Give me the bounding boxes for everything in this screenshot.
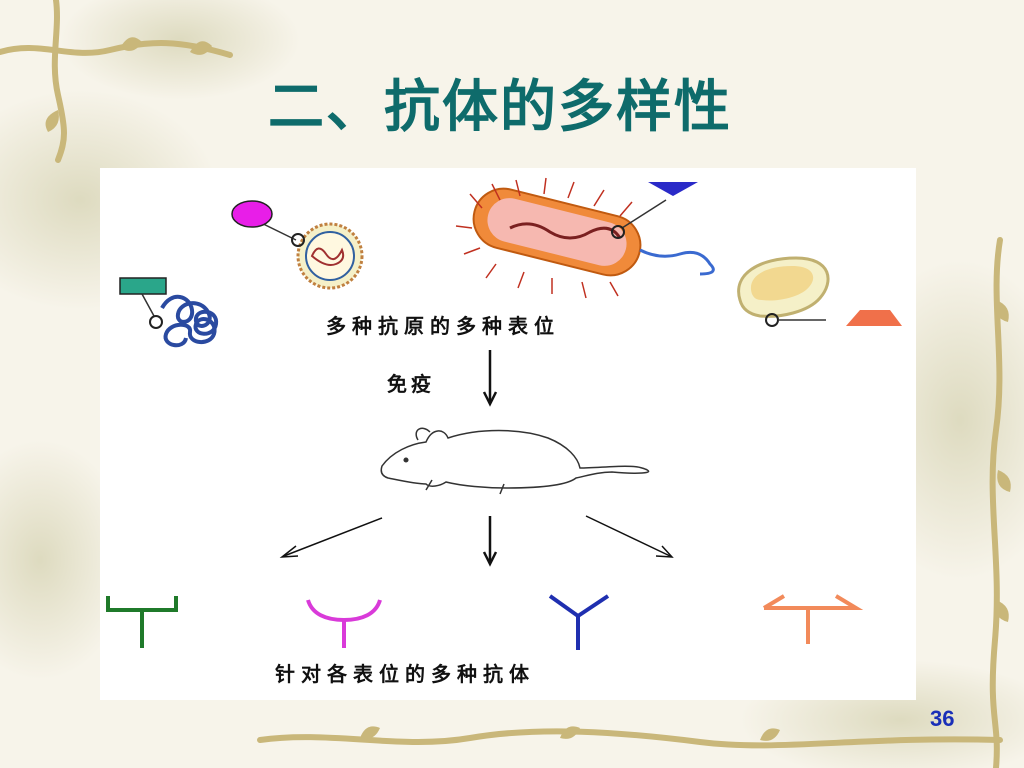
epitopes-label: 多种抗原的多种表位 [326,314,560,338]
antibodies-label: 针对各表位的多种抗体 [275,662,535,686]
triangle-epitope [611,182,698,239]
antibody-v-icon [548,594,610,650]
branch-arrow-center [482,516,498,567]
trapezoid-epitope [765,310,902,327]
slide-title: 二、抗体的多样性 [268,74,732,140]
protein-antigen [160,295,219,348]
immunize-label: 免疫 [387,372,435,396]
branch-arrow-left [279,517,383,558]
diagram-graphics [106,177,902,650]
branch-arrow-right [585,515,674,558]
immunize-arrow [482,350,498,407]
mouse-icon [380,427,650,495]
rectangle-epitope [119,277,167,329]
circle-epitope [231,200,305,247]
virus-antigen [296,222,364,290]
antibody-angled-icon [762,594,864,644]
cell-antigen [737,256,830,318]
page-number: 36 [930,706,955,731]
antibody-square-icon [106,596,178,648]
antibody-diversity-diagram: 多种抗原的多种表位 免疫 针对各表位的多种抗体 [100,168,916,700]
bacterium-antigen [455,177,715,299]
antibody-round-icon [306,599,382,648]
